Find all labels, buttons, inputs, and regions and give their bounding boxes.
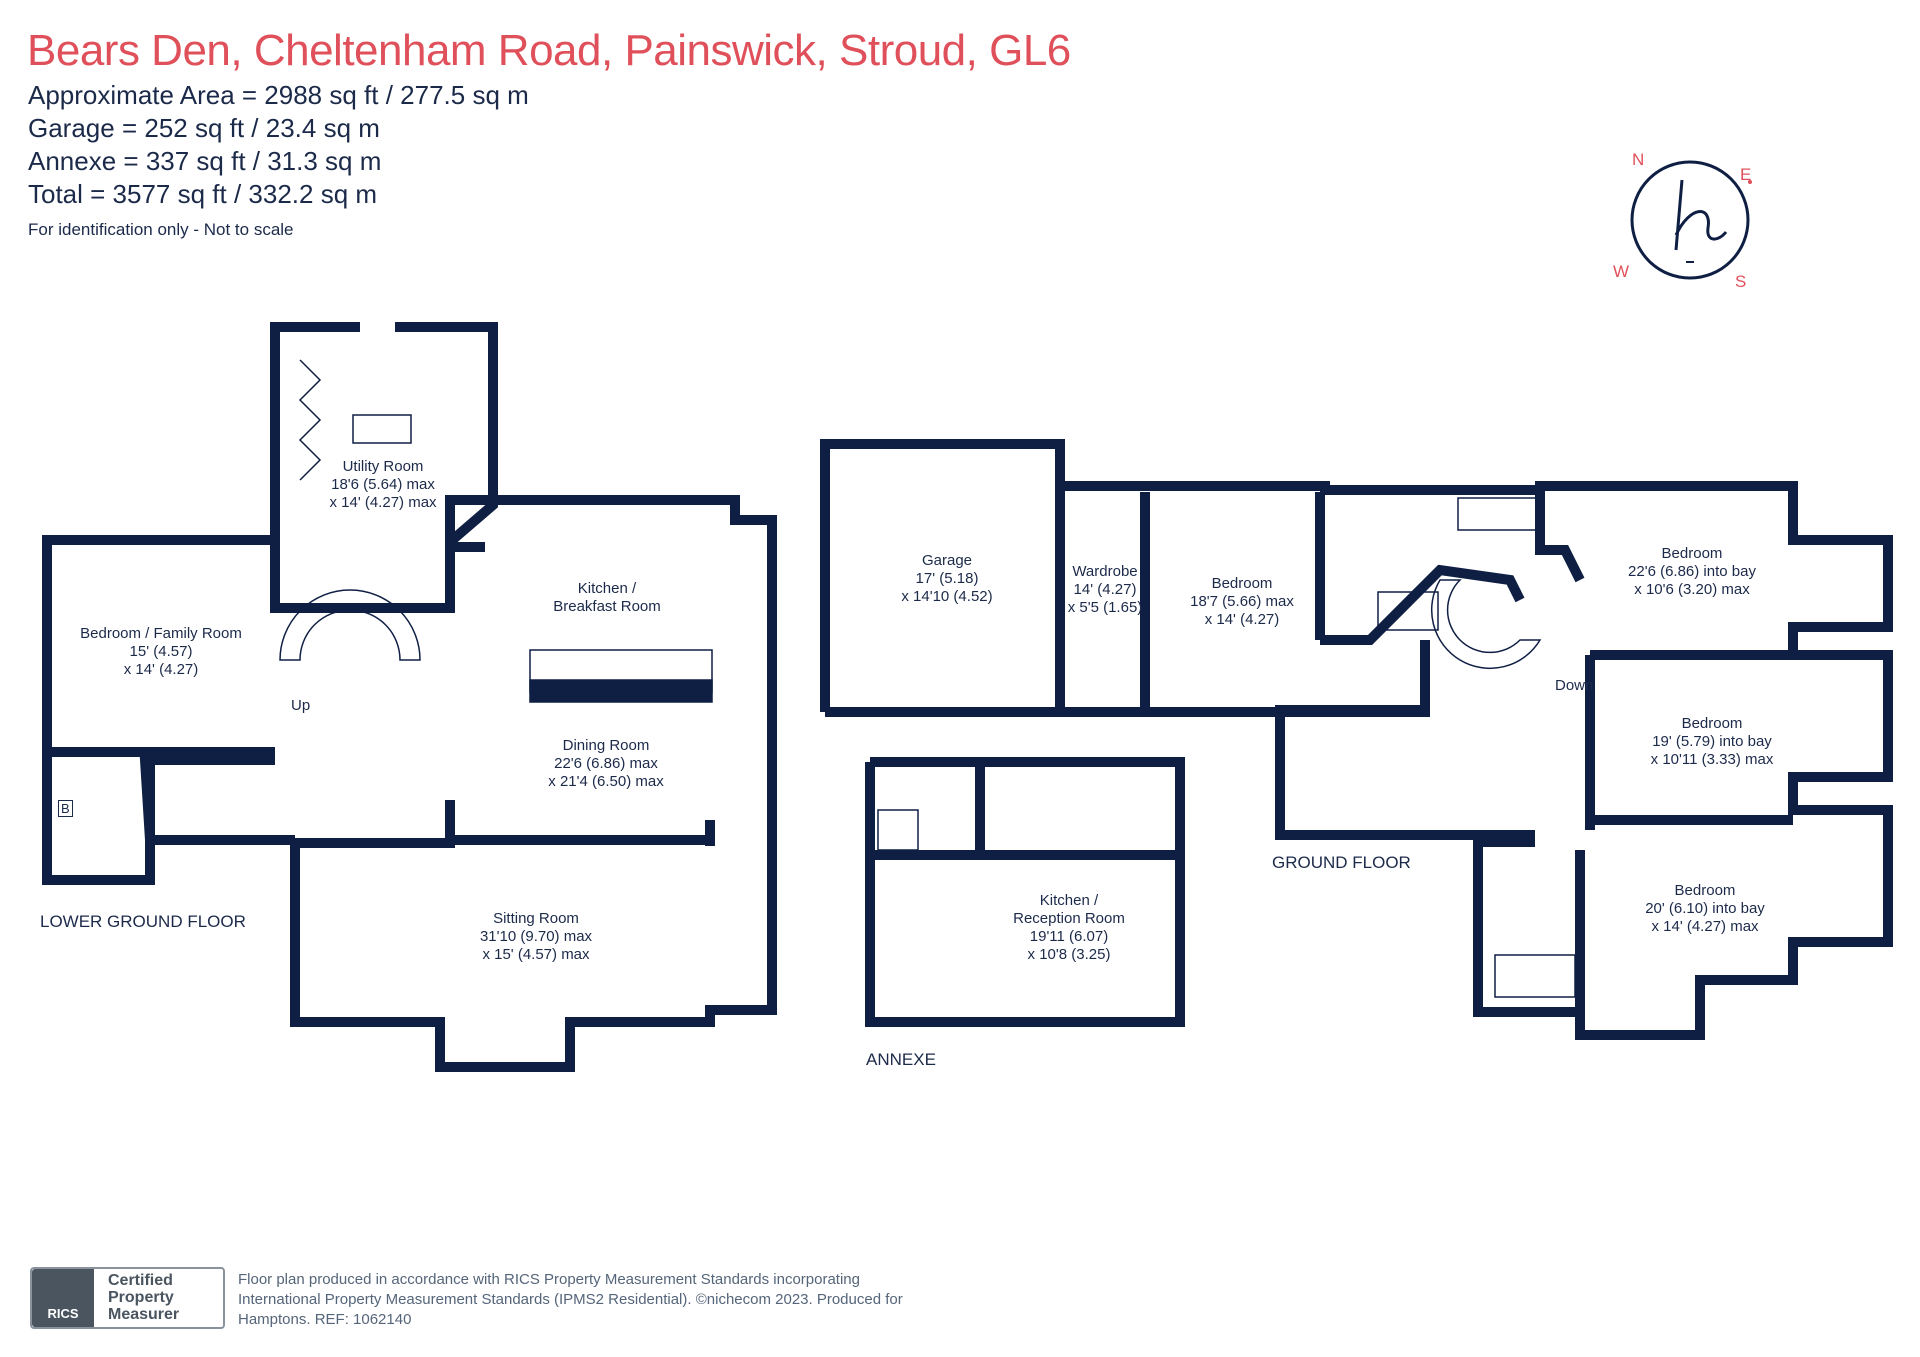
floor-label-annexe: ANNEXE: [866, 1050, 936, 1069]
boiler-label: B: [58, 800, 73, 817]
room-bedroom-d: Bedroom 20' (6.10) into bay x 14' (4.27)…: [1645, 882, 1765, 935]
room-bedroom-c: Bedroom 19' (5.79) into bay x 10'11 (3.3…: [1650, 715, 1774, 768]
room-dining: Dining Room 22'6 (6.86) max x 21'4 (6.50…: [548, 737, 664, 790]
footer-line-1: Floor plan produced in accordance with R…: [238, 1271, 860, 1288]
wall-annexe: [865, 757, 1185, 1027]
stair-lower: [279, 589, 421, 661]
shower-icon-2: [1494, 954, 1576, 998]
room-garage: Garage 17' (5.18) x 14'10 (4.52): [901, 552, 993, 605]
room-bedroom-a: Bedroom 18'7 (5.66) max x 14' (4.27): [1190, 575, 1294, 628]
stair-down-label: Down: [1555, 677, 1594, 694]
rics-badge: RICS Certified Property Measurer: [30, 1267, 225, 1329]
room-wardrobe: Wardrobe 14' (4.27) x 5'5 (1.65): [1067, 563, 1143, 616]
room-annexe-kitchen: Kitchen / Reception Room 19'11 (6.07) x …: [1013, 892, 1125, 963]
compass-n: N: [1632, 150, 1645, 169]
compass-w: W: [1613, 262, 1630, 281]
room-sitting: Sitting Room 31'10 (9.70) max x 15' (4.5…: [479, 910, 593, 963]
utility-wardrobe: [298, 359, 322, 481]
stair-ground: [1430, 579, 1542, 669]
compass-e: E: [1740, 165, 1752, 184]
wall-bedroom-family: [42, 535, 275, 885]
wall-dining: [290, 495, 777, 1072]
bath-icon: [1457, 497, 1539, 531]
area-garage: Garage = 252 sq ft / 23.4 sq m: [28, 113, 380, 143]
rics-logo-icon: RICS: [32, 1269, 94, 1327]
rics-line-3: Measurer: [108, 1306, 180, 1323]
utility-island: [352, 414, 412, 444]
rics-line-1: Certified: [108, 1272, 173, 1289]
rics-line-2: Property: [108, 1289, 174, 1306]
shower-icon: [1377, 591, 1439, 631]
plan-title: Bears Den, Cheltenham Road, Painswick, S…: [27, 26, 1071, 75]
room-kitchen-breakfast: Kitchen / Breakfast Room: [553, 580, 661, 615]
floor-label-ground: GROUND FLOOR: [1272, 853, 1411, 872]
footer-line-3: Hamptons. REF: 1062140: [238, 1311, 412, 1328]
area-approximate: Approximate Area = 2988 sq ft / 277.5 sq…: [28, 80, 529, 110]
annexe-shower-icon: [877, 809, 919, 851]
floor-label-lower-ground: LOWER GROUND FLOOR: [40, 912, 246, 931]
area-annexe: Annexe = 337 sq ft / 31.3 sq m: [28, 146, 382, 176]
room-bedroom-family: Bedroom / Family Room 15' (4.57) x 14' (…: [80, 625, 242, 678]
compass-s: S: [1735, 272, 1747, 291]
footer-text: Floor plan produced in accordance with R…: [238, 1270, 903, 1330]
room-bedroom-b: Bedroom 22'6 (6.86) into bay x 10'6 (3.2…: [1628, 545, 1756, 598]
wall-garage: [820, 439, 1065, 717]
footer-line-2: International Property Measurement Stand…: [238, 1291, 903, 1308]
room-utility: Utility Room 18'6 (5.64) max x 14' (4.27…: [329, 458, 437, 511]
area-total: Total = 3577 sq ft / 332.2 sq m: [28, 179, 378, 209]
stair-up-label: Up: [291, 697, 311, 714]
wall-ground: [1060, 481, 1893, 1040]
scale-note: For identification only - Not to scale: [28, 220, 294, 239]
